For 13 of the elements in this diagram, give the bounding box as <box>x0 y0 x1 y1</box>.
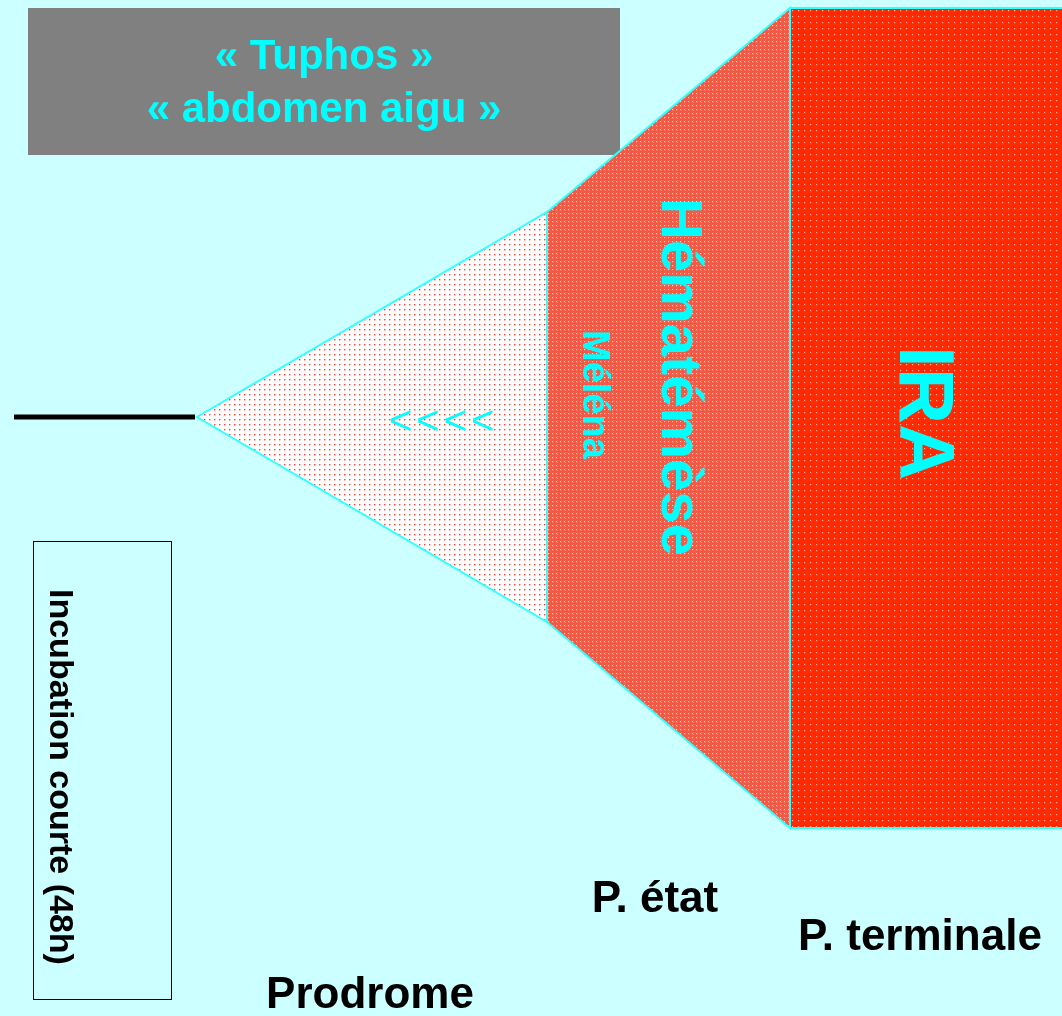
timeline-line <box>14 414 195 420</box>
ira-text: IRA <box>888 346 966 481</box>
phase-label: P. terminale <box>797 910 1043 961</box>
symptom-text: Hématémèse <box>653 198 711 556</box>
banner-text: « Tuphos » <box>214 31 434 80</box>
incubation-box <box>33 541 172 1000</box>
banner-text: « abdomen aigu » <box>146 83 502 132</box>
symptom-text: Méléna <box>577 330 615 459</box>
phase-label: Prodrome <box>265 968 475 1016</box>
title-banner <box>28 8 620 155</box>
incubation-text: Incubation courte (48h) <box>42 588 82 967</box>
chevron-text: <<<< <box>389 400 499 440</box>
phase-label: P. état <box>590 872 720 923</box>
